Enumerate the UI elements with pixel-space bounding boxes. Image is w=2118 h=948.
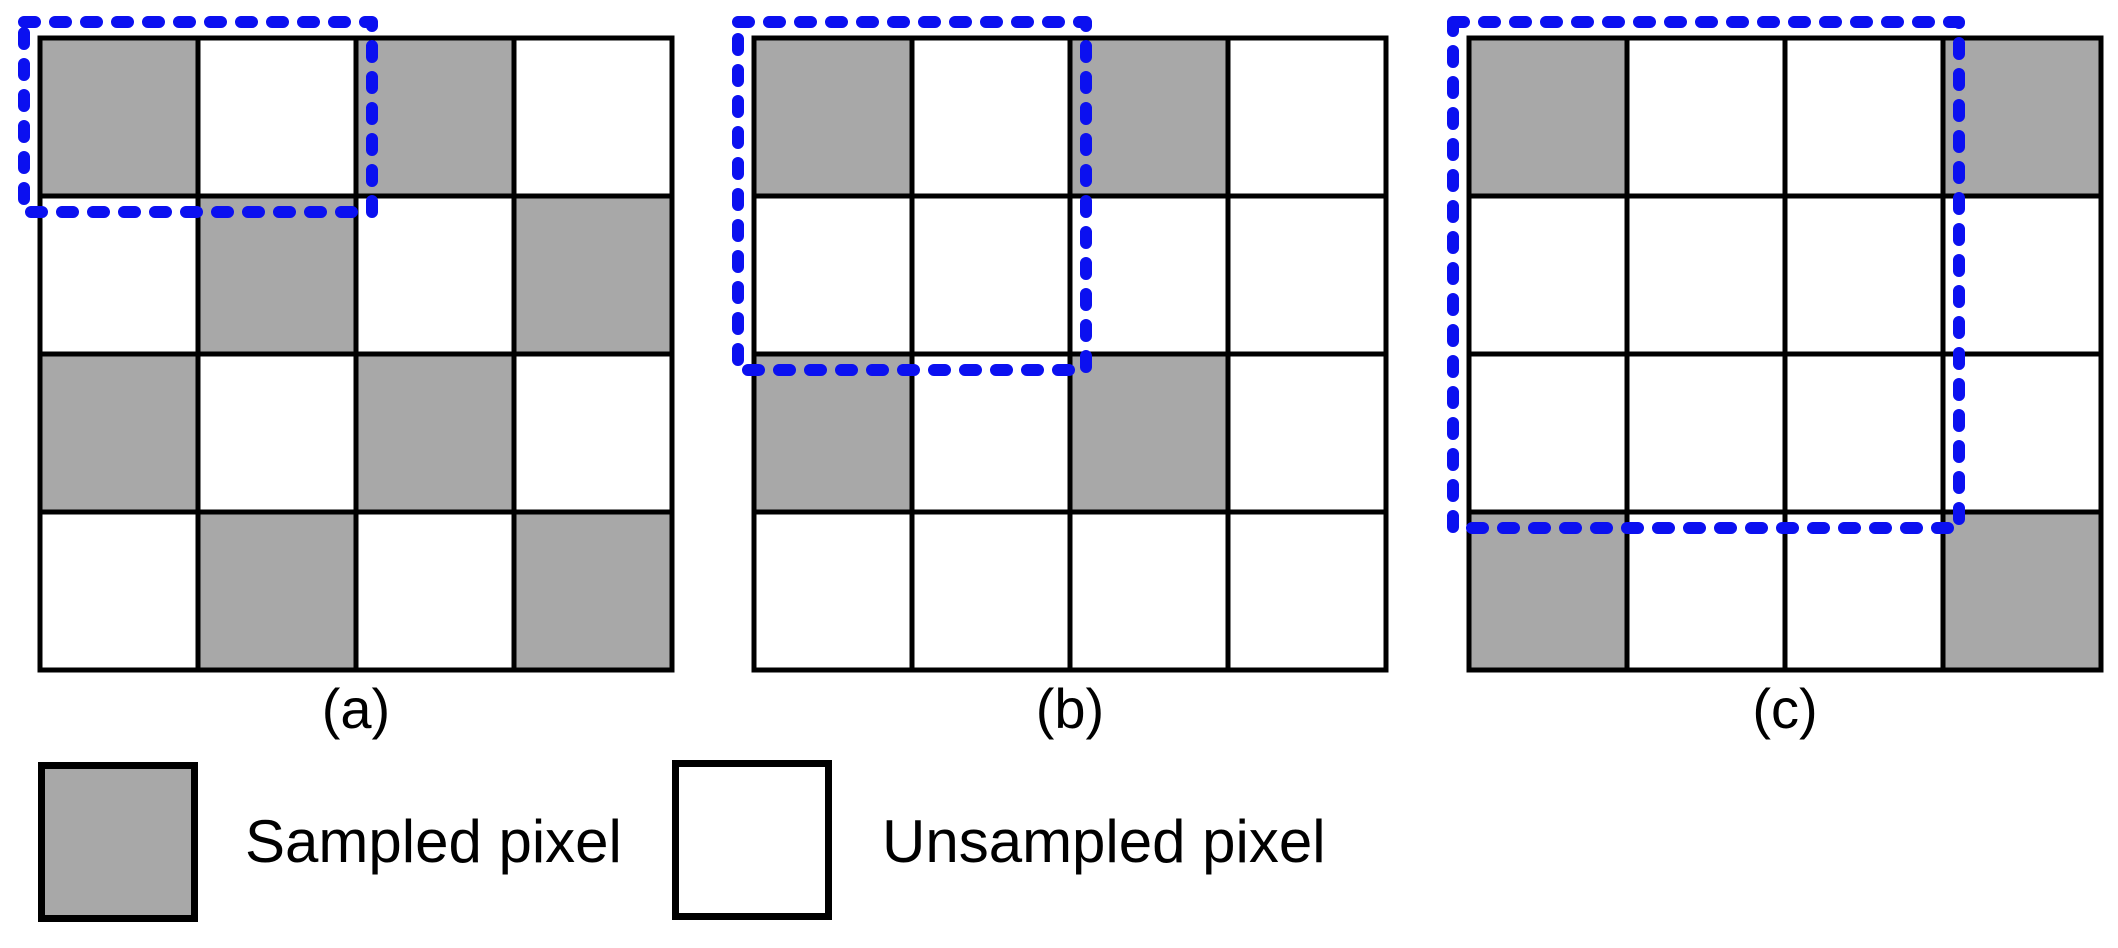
sampled-pixel-swatch [38, 762, 198, 922]
sampling-window-outline [18, 16, 378, 218]
sampling-window-outline [732, 16, 1092, 376]
unsampled-pixel-cell [511, 351, 675, 515]
unsampled-pixel-cell [1782, 351, 1946, 515]
figure-label-b: (b) [1035, 677, 1105, 740]
unsampled-pixel-cell [1782, 35, 1946, 199]
unsampled-pixel-cell [909, 193, 1073, 357]
sampled-pixel-label: Sampled pixel [245, 808, 622, 875]
unsampled-pixel-cell [37, 193, 201, 357]
unsampled-pixel-cell [1624, 35, 1788, 199]
unsampled-pixel-cell [751, 509, 915, 673]
pixel-grid-c [1447, 16, 2104, 673]
sampled-pixel-cell [1940, 35, 2104, 199]
unsampled-pixel-cell [1225, 509, 1389, 673]
unsampled-pixel-cell [1225, 193, 1389, 357]
unsampled-pixel-cell [909, 351, 1073, 515]
unsampled-pixel-cell [195, 35, 359, 199]
unsampled-pixel-cell [511, 35, 675, 199]
unsampled-pixel-cell [1940, 193, 2104, 357]
sampled-pixel-cell [751, 35, 915, 199]
sampled-pixel-cell [353, 35, 517, 199]
unsampled-pixel-cell [1624, 351, 1788, 515]
sampled-pixel-cell [1067, 351, 1231, 515]
unsampled-pixel-cell [1225, 35, 1389, 199]
unsampled-pixel-cell [1067, 193, 1231, 357]
sampled-pixel-cell [195, 509, 359, 673]
figure-label-a: (a) [321, 677, 391, 740]
sampled-pixel-cell [511, 509, 675, 673]
sampled-pixel-cell [751, 351, 915, 515]
sampled-pixel-cell [1466, 35, 1630, 199]
unsampled-pixel-cell [1782, 193, 1946, 357]
unsampled-pixel-cell [1466, 193, 1630, 357]
unsampled-pixel-cell [751, 193, 915, 357]
unsampled-pixel-cell [1225, 351, 1389, 515]
unsampled-pixel-label: Unsampled pixel [882, 808, 1326, 875]
unsampled-pixel-cell [1782, 509, 1946, 673]
sampled-pixel-cell [37, 35, 201, 199]
unsampled-pixel-cell [1624, 509, 1788, 673]
unsampled-pixel-cell [353, 509, 517, 673]
sampled-pixel-cell [1940, 509, 2104, 673]
sampled-pixel-cell [353, 351, 517, 515]
pixel-grid-b [732, 16, 1389, 673]
pixel-grid-a [18, 16, 675, 673]
sampled-pixel-cell [195, 193, 359, 357]
unsampled-pixel-cell [37, 509, 201, 673]
unsampled-pixel-swatch [672, 760, 832, 920]
unsampled-pixel-cell [353, 193, 517, 357]
unsampled-pixel-cell [909, 35, 1073, 199]
sampled-pixel-cell [511, 193, 675, 357]
sampled-pixel-cell [1466, 509, 1630, 673]
unsampled-pixel-cell [1940, 351, 2104, 515]
sampled-pixel-cell [1067, 35, 1231, 199]
unsampled-pixel-cell [1624, 193, 1788, 357]
figure-label-c: (c) [1752, 677, 1818, 740]
unsampled-pixel-cell [1067, 509, 1231, 673]
unsampled-pixel-cell [909, 509, 1073, 673]
unsampled-pixel-cell [195, 351, 359, 515]
sampling-window-outline [1447, 16, 1965, 534]
sampled-pixel-cell [37, 351, 201, 515]
unsampled-pixel-cell [1466, 351, 1630, 515]
